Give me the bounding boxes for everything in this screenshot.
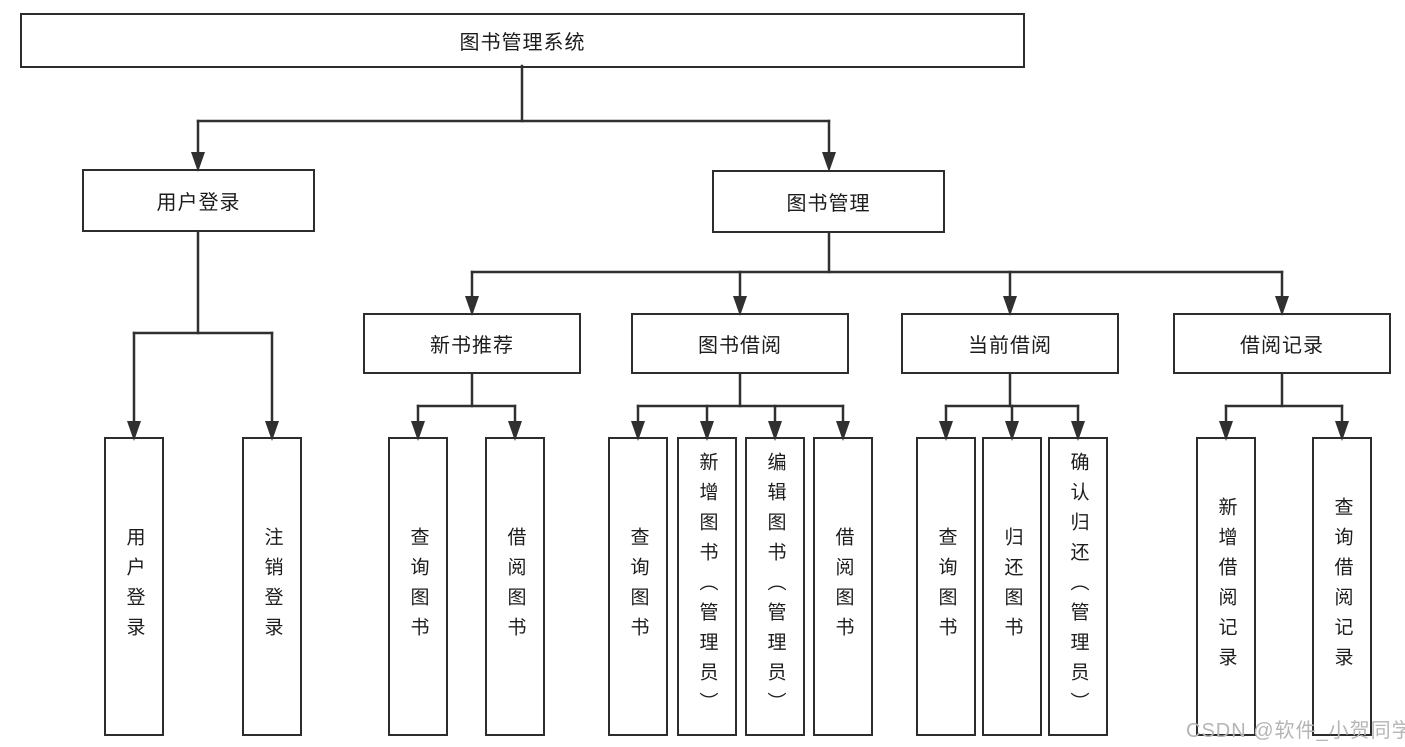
node-label: 查询借阅记录	[1331, 496, 1353, 677]
node-label: 图书管理	[786, 193, 871, 215]
node-label: 图书借阅	[698, 335, 782, 357]
node-current-borrow: 当前借阅	[901, 313, 1119, 374]
node-label: 新书推荐	[430, 335, 514, 357]
node-label: 借阅图书	[504, 526, 526, 647]
node-label: 查询图书	[935, 526, 957, 647]
node-label: 图书管理系统	[459, 32, 586, 54]
node-add-borrow-record: 新增借阅记录	[1196, 437, 1256, 736]
node-label: 查询图书	[407, 526, 429, 647]
node-label: 确认归还（管理员）	[1067, 451, 1089, 722]
node-borrow-books-recommend: 借阅图书	[485, 437, 545, 736]
node-borrow-books-leaf: 借阅图书	[813, 437, 873, 736]
csdn-watermark: CSDN @软件_小贺同学	[1186, 720, 1405, 742]
node-logout-leaf: 注销登录	[242, 437, 302, 736]
node-label: 新增借阅记录	[1215, 496, 1237, 677]
node-label: 查询图书	[627, 526, 649, 647]
node-book-management: 图书管理	[712, 170, 945, 233]
node-user-login: 用户登录	[82, 169, 315, 232]
node-add-book-admin: 新增图书（管理员）	[677, 437, 737, 736]
node-query-borrow-record: 查询借阅记录	[1312, 437, 1372, 736]
node-label: 新增图书（管理员）	[696, 451, 718, 722]
node-label: 借阅图书	[832, 526, 854, 647]
node-edit-book-admin: 编辑图书（管理员）	[745, 437, 805, 736]
node-label: 借阅记录	[1240, 335, 1324, 357]
node-query-books-recommend: 查询图书	[388, 437, 448, 736]
node-label: 注销登录	[261, 526, 283, 647]
node-label: 归还图书	[1001, 526, 1023, 647]
node-label: 编辑图书（管理员）	[764, 451, 786, 722]
node-query-books-current: 查询图书	[916, 437, 976, 736]
node-book-borrow: 图书借阅	[631, 313, 849, 374]
node-borrow-records: 借阅记录	[1173, 313, 1391, 374]
node-confirm-return-admin: 确认归还（管理员）	[1048, 437, 1108, 736]
node-query-books-borrow: 查询图书	[608, 437, 668, 736]
node-library-management-system: 图书管理系统	[20, 13, 1025, 68]
node-return-books: 归还图书	[982, 437, 1042, 736]
node-user-login-leaf: 用户登录	[104, 437, 164, 736]
node-label: 用户登录	[156, 192, 241, 214]
node-new-book-recommend: 新书推荐	[363, 313, 581, 374]
node-label: 用户登录	[123, 526, 145, 647]
node-label: 当前借阅	[968, 335, 1052, 357]
